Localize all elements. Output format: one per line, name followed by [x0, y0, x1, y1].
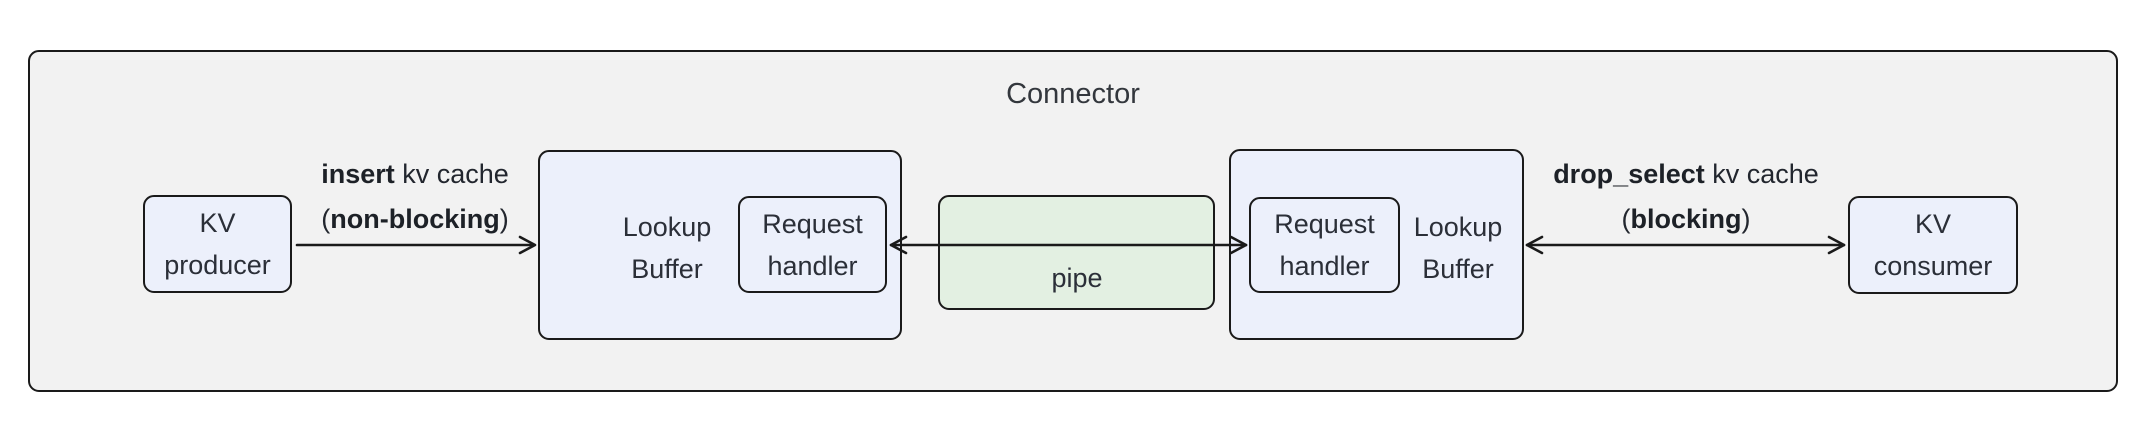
kv-producer-node: KV producer	[143, 195, 292, 293]
request-handler-right-label: Request handler	[1274, 209, 1375, 281]
pipe-node	[938, 195, 1215, 310]
drop-select-edge-label-line1: drop_select kv cache	[1553, 159, 1819, 189]
kv-producer-label: KV producer	[164, 208, 271, 280]
request-handler-right-node: Request handler	[1249, 197, 1400, 293]
insert-edge-label: insert kv cache (non-blocking)	[255, 152, 575, 242]
request-handler-left-label: Request handler	[762, 208, 863, 281]
drop-select-edge-label: drop_select kv cache (blocking)	[1526, 152, 1846, 242]
insert-edge-label-line2: (non-blocking)	[321, 204, 509, 234]
kv-consumer-label: KV consumer	[1873, 209, 1993, 281]
kv-consumer-node: KV consumer	[1848, 196, 2018, 294]
connector-title: Connector	[1006, 78, 1140, 110]
insert-edge-label-line1: insert kv cache	[321, 159, 509, 189]
drop-select-edge-label-line2: (blocking)	[1621, 204, 1751, 234]
request-handler-left-node: Request handler	[738, 196, 887, 293]
